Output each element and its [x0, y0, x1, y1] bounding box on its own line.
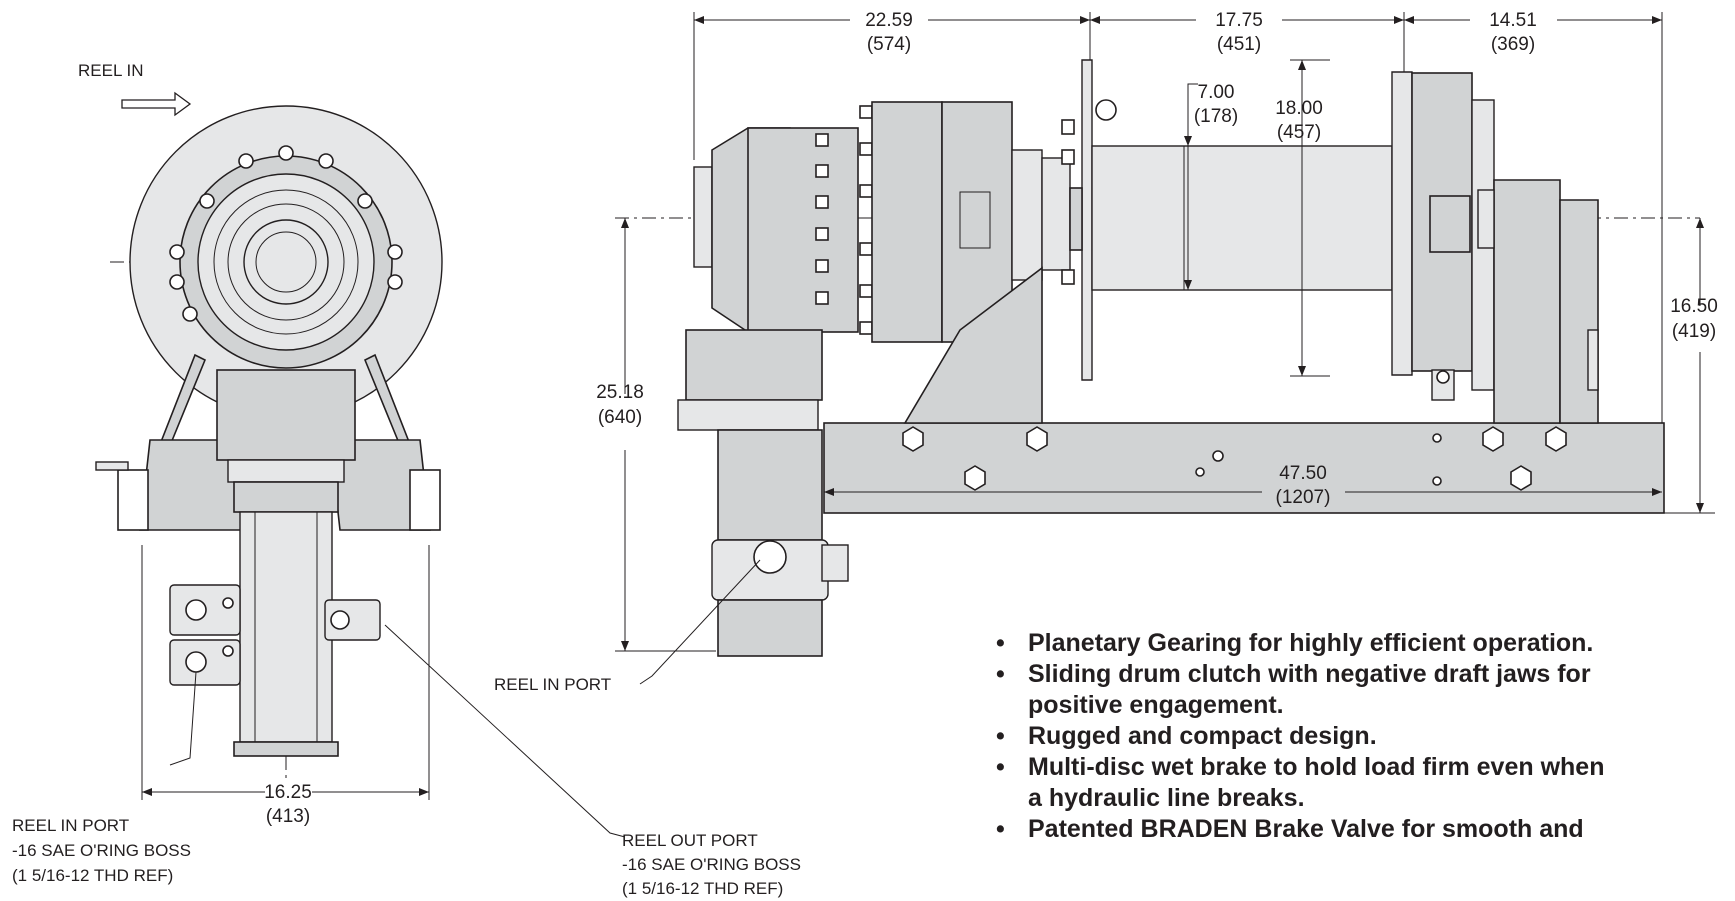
dim-centerline-height-mm: (640) [598, 407, 642, 428]
dim-end-width-inch: 16.25 [264, 782, 312, 803]
dim-centerline-height-inch: 25.18 [596, 382, 644, 403]
feature-item: positive engagement. [992, 690, 1735, 721]
gearbox-bolts [815, 105, 873, 335]
dim-base-length-inch: 47.50 [1279, 463, 1327, 484]
feature-text: Planetary Gearing for highly efficient o… [1028, 629, 1594, 657]
dim-flange-dia-inch: 18.00 [1275, 98, 1323, 119]
feature-text: a hydraulic line breaks. [1028, 784, 1305, 812]
dim-drum-dia-inch: 7.00 [1198, 82, 1235, 103]
feature-item: •Planetary Gearing for highly efficient … [996, 629, 1594, 657]
feature-item: a hydraulic line breaks. [992, 783, 1735, 814]
reel-out-port-label-3: (1 5/16-12 THD REF) [622, 879, 783, 898]
feature-text: Sliding drum clutch with negative draft … [1028, 660, 1591, 688]
rail-bolts [902, 426, 1567, 491]
feature-item: •Multi-disc wet brake to hold load firm … [996, 753, 1605, 781]
dim-overall-left-mm: (574) [867, 34, 911, 55]
flange-bolts [169, 145, 403, 322]
feature-text: positive engagement. [1028, 691, 1284, 719]
feature-item: •Rugged and compact design. [996, 722, 1377, 750]
feature-list: •Planetary Gearing for highly efficient … [992, 628, 1735, 845]
feature-item: •Sliding drum clutch with negative draft… [996, 660, 1591, 688]
reel-in-port-label-1: REEL IN PORT [12, 816, 129, 835]
dim-drum-span-mm: (451) [1217, 34, 1261, 55]
reel-in-arrow-icon [121, 91, 192, 117]
dim-right-span-mm: (369) [1491, 34, 1535, 55]
dim-base-height-inch: 16.50 [1670, 296, 1718, 317]
dim-right-span-inch: 14.51 [1489, 10, 1537, 31]
end-view: REEL IN [78, 61, 626, 838]
reel-in-port-label-3: (1 5/16-12 THD REF) [12, 866, 173, 885]
side-view [615, 12, 1715, 685]
dim-drum-span-inch: 17.75 [1215, 10, 1263, 31]
dim-flange-dia-mm: (457) [1277, 122, 1321, 143]
feature-text: Rugged and compact design. [1028, 722, 1377, 750]
reel-out-port-label-1: REEL OUT PORT [622, 831, 758, 850]
port-labels: REEL IN PORT REEL IN PORT -16 SAE O'RING… [12, 675, 801, 898]
reel-in-arrow-label: REEL IN [78, 61, 144, 80]
dim-base-height-mm: (419) [1672, 321, 1716, 342]
feature-text: Multi-disc wet brake to hold load firm e… [1028, 753, 1605, 781]
dim-base-length-mm: (1207) [1276, 487, 1331, 508]
dim-overall-left-inch: 22.59 [865, 10, 913, 31]
dimension-labels: 22.59 (574) 17.75 (451) 14.51 (369) 7.00… [264, 10, 1718, 827]
dim-drum-dia-mm: (178) [1194, 106, 1238, 127]
reel-out-port-label-2: -16 SAE O'RING BOSS [622, 855, 801, 874]
reel-in-port-label-2: -16 SAE O'RING BOSS [12, 841, 191, 860]
dim-end-width-mm: (413) [266, 806, 310, 827]
feature-item: •Patented BRADEN Brake Valve for smooth … [996, 815, 1584, 843]
reel-in-port-side-label: REEL IN PORT [494, 675, 611, 694]
feature-text: Patented BRADEN Brake Valve for smooth a… [1028, 815, 1584, 843]
